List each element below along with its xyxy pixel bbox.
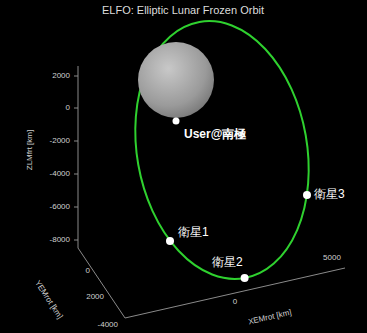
tick [74, 240, 78, 241]
tick [74, 76, 78, 77]
axis-title: YEMrot [km] [32, 279, 63, 321]
z-axis [78, 66, 79, 248]
tick [74, 174, 78, 175]
satellite-dot [241, 274, 249, 282]
axis-title: ZLMfrt [km] [26, 130, 35, 170]
axis-lines [74, 66, 345, 318]
tick-label: -4000 [50, 170, 70, 179]
x-axis [125, 268, 345, 318]
user-dot [173, 118, 180, 125]
moon-sphere [138, 42, 214, 118]
tick [74, 141, 78, 142]
tick-label: -4000 [98, 321, 118, 330]
satellite-dot [303, 191, 311, 199]
tick-label: 0 [86, 267, 90, 276]
tick [74, 207, 78, 208]
axis-title: XEMrot [km] [248, 309, 293, 327]
satellite-label: 衛星1 [178, 226, 209, 239]
tick-label: -8000 [50, 236, 70, 245]
satellite-label: 衛星3 [314, 188, 345, 201]
tick-label: -2000 [50, 137, 70, 146]
tick-label: 0 [66, 104, 70, 113]
tick-label: -6000 [50, 203, 70, 212]
user-label: User@南極 [184, 128, 246, 141]
tick-label: 2000 [52, 72, 70, 81]
tick [74, 108, 78, 109]
tick-label: 0 [233, 298, 237, 307]
satellite-dot [166, 237, 174, 245]
orbit-ellipse [116, 7, 329, 293]
tick-label: 5000 [323, 254, 341, 263]
y-axis [78, 248, 125, 318]
tick-label: 2000 [86, 293, 104, 302]
chart-title: ELFO: Elliptic Lunar Frozen Orbit [102, 4, 264, 16]
satellite-label: 衛星2 [212, 256, 243, 269]
